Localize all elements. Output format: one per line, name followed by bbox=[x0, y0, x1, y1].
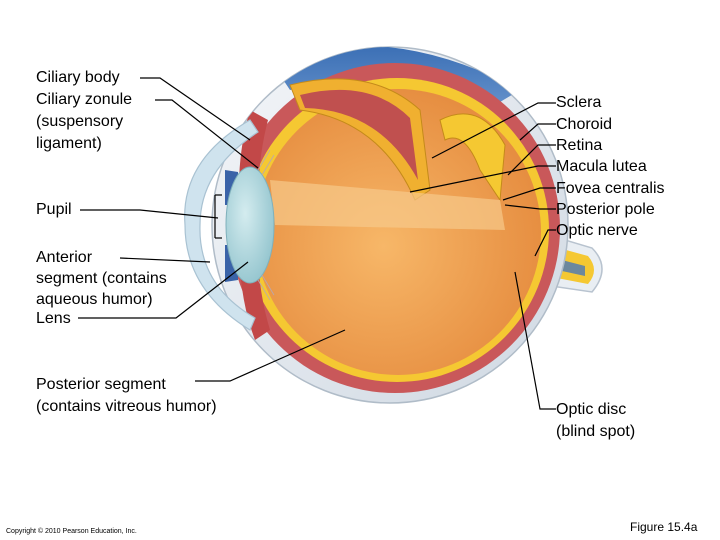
label-optic-disc-line2: (blind spot) bbox=[556, 423, 636, 440]
label-retina: Retina bbox=[556, 137, 603, 154]
ciliary-zonule-fibers bbox=[257, 149, 275, 301]
label-fovea-centralis: Fovea centralis bbox=[556, 180, 665, 197]
cutaway-choroid-flap bbox=[300, 89, 418, 180]
label-posterior-segment-line1: Posterior segment bbox=[36, 376, 166, 393]
label-macula-lutea: Macula lutea bbox=[556, 158, 647, 175]
label-lens: Lens bbox=[36, 310, 71, 327]
label-pupil: Pupil bbox=[36, 201, 72, 218]
vitreous-body bbox=[255, 89, 541, 375]
label-ciliary-zonule-line3: ligament) bbox=[36, 135, 102, 152]
label-ciliary-zonule-line2: (suspensory bbox=[36, 113, 124, 130]
label-anterior-segment-line2: segment (contains bbox=[36, 270, 167, 287]
lens bbox=[225, 166, 275, 284]
cutaway-macula-flap bbox=[439, 113, 506, 202]
label-choroid: Choroid bbox=[556, 116, 613, 133]
label-posterior-segment-line2: (contains vitreous humor) bbox=[36, 398, 217, 415]
leader-lines bbox=[78, 77, 556, 410]
label-anterior-segment-line3: aqueous humor) bbox=[36, 291, 153, 308]
equator-section bbox=[270, 180, 505, 230]
figure-number: Figure 15.4a bbox=[630, 520, 698, 534]
label-posterior-pole: Posterior pole bbox=[556, 201, 655, 218]
copyright-notice: Copyright © 2010 Pearson Education, Inc. bbox=[6, 528, 137, 535]
label-ciliary-body: Ciliary body bbox=[36, 69, 120, 86]
label-sclera: Sclera bbox=[556, 94, 602, 111]
label-ciliary-zonule: Ciliary zonule bbox=[36, 91, 133, 108]
label-anterior-segment-line1: Anterior bbox=[36, 249, 93, 266]
label-optic-disc-line1: Optic disc bbox=[556, 401, 627, 418]
cornea bbox=[184, 119, 259, 331]
label-optic-nerve: Optic nerve bbox=[556, 222, 638, 239]
